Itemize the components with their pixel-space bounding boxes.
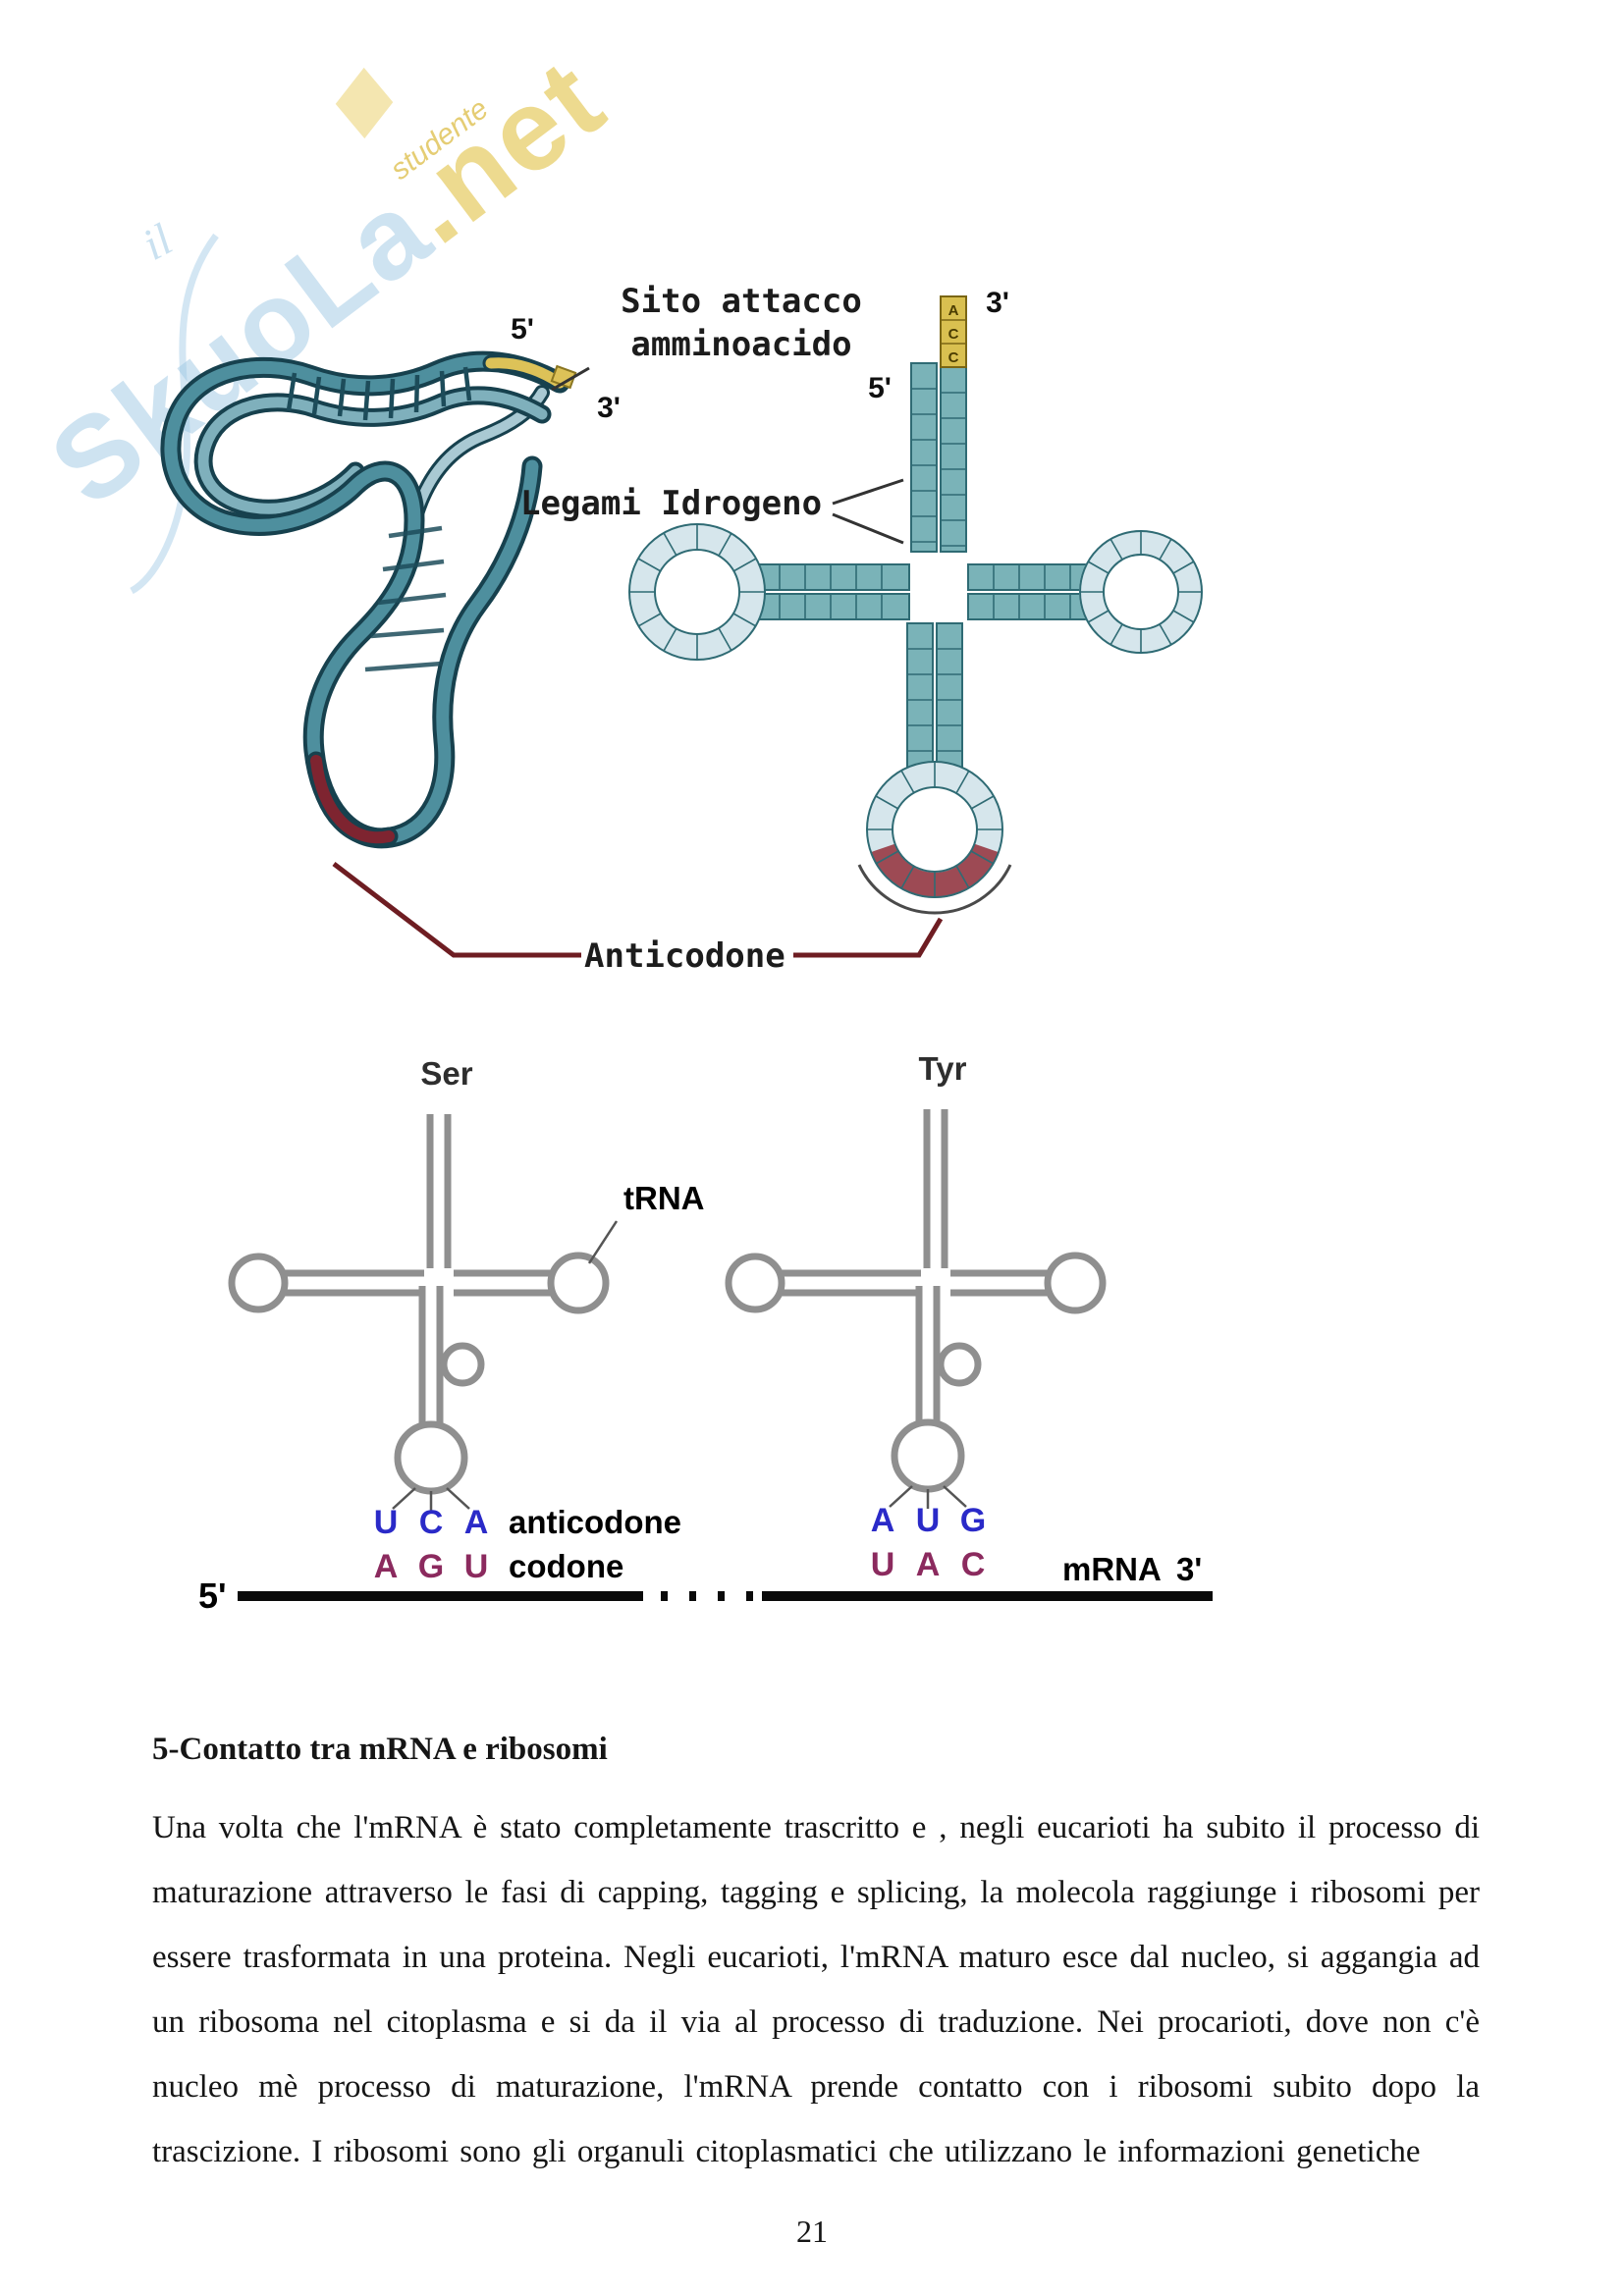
tyr-codon-base-1: U	[871, 1546, 895, 1583]
label-five-prime-left: 5'	[511, 313, 534, 346]
label-five-prime-mrna: 5'	[198, 1575, 227, 1616]
ser-codon-base-3: U	[464, 1548, 489, 1585]
hydrogen-bond-rungs-top	[286, 366, 472, 421]
ribbon-anticodon-loop	[306, 751, 399, 847]
amino-acid-attachment-end	[482, 354, 577, 392]
acceptor-base-c2: C	[948, 349, 959, 366]
label-anticodone-small: anticodone	[509, 1504, 681, 1540]
label-mrna-three-prime: 3'	[1176, 1551, 1202, 1587]
label-sito-attacco-line1: Sito attacco	[621, 282, 862, 321]
cloverleaf-trna-illustration: A C C	[628, 295, 1203, 915]
anticodon-stem-loop	[857, 622, 1012, 915]
tyr-codon-base-3: C	[961, 1546, 986, 1583]
acceptor-stem: A C C	[910, 295, 967, 553]
d-arm	[628, 523, 910, 661]
hydrogen-bond-rungs-mid	[364, 525, 447, 672]
label-sito-attacco-line2: amminoacido	[630, 325, 851, 364]
ribbon-trna-illustration	[160, 350, 577, 849]
body-text-section: 5-Contatto tra mRNA e ribosomi Una volta…	[152, 1730, 1480, 2184]
label-five-prime-right: 5'	[868, 372, 892, 404]
figure-trna-structure: A C C	[160, 282, 1203, 976]
trna-tyr-illustration	[725, 1109, 1107, 1509]
ser-codon-base-1: A	[374, 1548, 399, 1585]
acceptor-base-c1: C	[948, 326, 959, 343]
acceptor-base-a: A	[948, 302, 959, 319]
tyr-anticodon-base-3: G	[960, 1502, 986, 1539]
label-mrna: mRNA	[1062, 1551, 1162, 1587]
label-ser: Ser	[420, 1055, 472, 1092]
acc-end-yellow	[940, 295, 967, 368]
page-number: 21	[796, 2214, 828, 2249]
tyr-codon-base-2: A	[916, 1546, 941, 1583]
anticodon-underline-arc	[857, 864, 1012, 915]
watermark-tagline: studente	[384, 92, 495, 187]
t-arm	[967, 530, 1203, 654]
ser-codon-base-2: G	[418, 1548, 444, 1585]
label-three-prime-right: 3'	[986, 287, 1009, 319]
figure1-callout-lines	[332, 366, 944, 958]
tyr-anticodon-base-2: U	[916, 1502, 941, 1539]
label-legami-idrogeno: Legami Idrogeno	[520, 484, 822, 523]
label-tyr: Tyr	[919, 1050, 967, 1087]
section-paragraph: Una volta che l'mRNA è stato completamen…	[152, 1810, 1480, 2170]
label-trna: tRNA	[623, 1180, 704, 1216]
tyr-anticodon-base-1: A	[871, 1502, 895, 1539]
ser-anticodon-base-2: C	[419, 1504, 444, 1541]
ser-anticodon-base-3: A	[464, 1504, 489, 1541]
section-heading: 5-Contatto tra mRNA e ribosomi	[152, 1732, 608, 1767]
label-anticodone: Anticodone	[584, 936, 785, 976]
label-three-prime-left: 3'	[597, 392, 621, 424]
trna-ser-illustration	[228, 1114, 610, 1511]
trna-label-pointer	[587, 1220, 619, 1264]
ser-anticodon-base-1: U	[374, 1504, 399, 1541]
watermark-diamond-shape	[335, 67, 394, 139]
label-codone: codone	[509, 1548, 623, 1584]
figure-trna-mrna-pairing: Ser Tyr tRNA U C A A G U anticodone codo…	[198, 1050, 1213, 1616]
